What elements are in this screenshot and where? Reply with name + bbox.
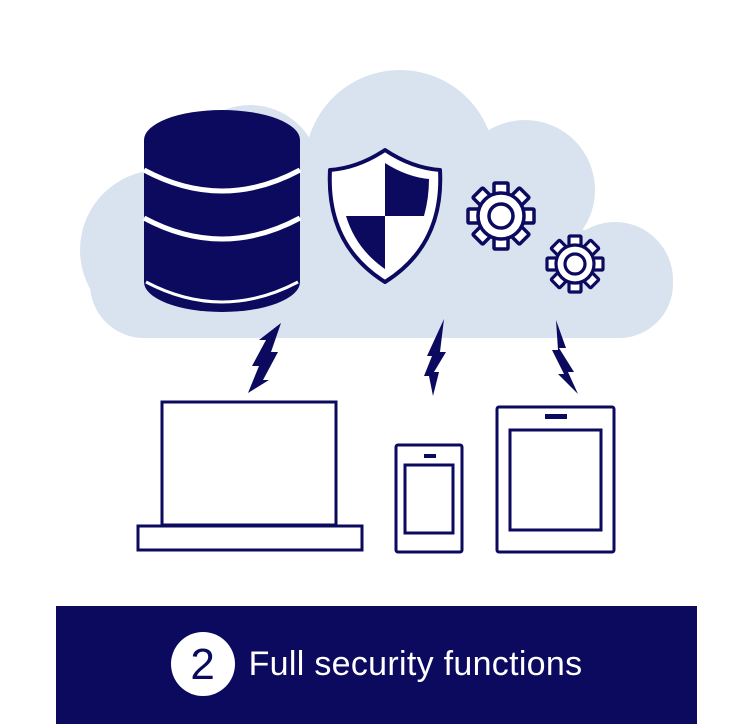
step-number-badge: 2	[170, 632, 235, 696]
small-gear-icon	[545, 234, 605, 294]
shield-icon	[327, 148, 443, 284]
large-gear-icon	[466, 181, 536, 251]
step-number: 2	[190, 640, 215, 689]
laptop-icon	[136, 400, 364, 552]
gears-icon	[466, 181, 605, 294]
smartphone-icon	[394, 443, 464, 554]
database-icon	[142, 110, 302, 312]
caption-label: Full security functions	[248, 644, 583, 683]
tablet-icon	[495, 405, 616, 554]
lightning-bolt-icon	[248, 319, 578, 396]
caption-banner: 2 Full security functions	[56, 606, 697, 724]
caption-content: 2 Full security functions	[170, 632, 583, 696]
cloud-devices-illustration	[80, 70, 673, 554]
